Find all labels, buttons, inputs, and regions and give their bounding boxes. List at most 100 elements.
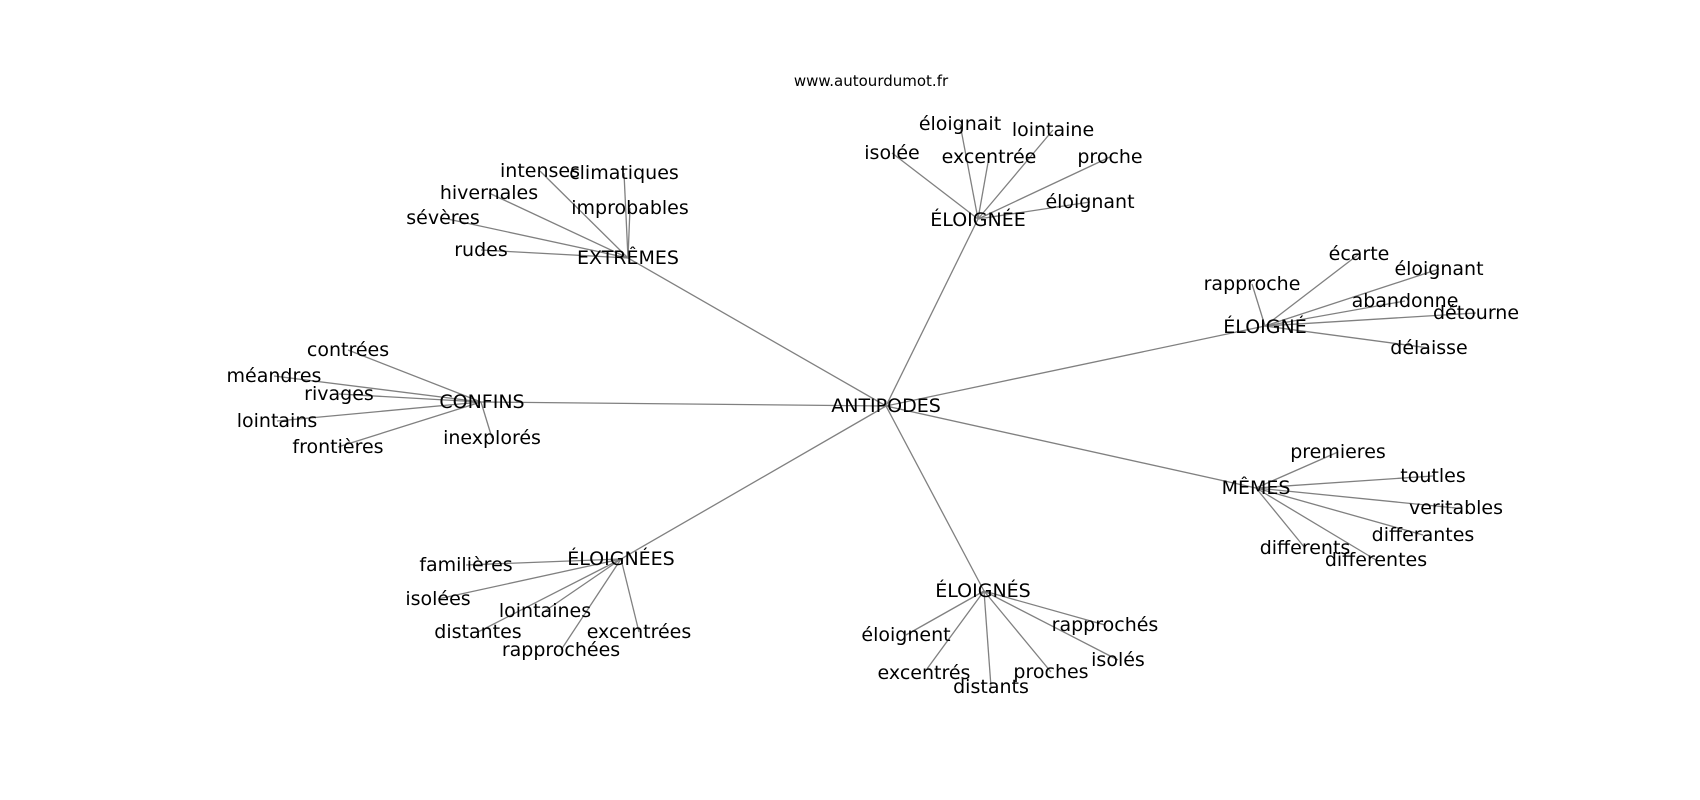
edge-center-memes: [885, 405, 1257, 489]
edge-eloignees-5: [560, 558, 622, 651]
edge-eloignes-1: [905, 590, 985, 636]
leaf-node-eloignes: éloignent: [861, 624, 950, 646]
leaf-node-confins: inexplorés: [443, 427, 541, 449]
hub-node-confins: CONFINS: [439, 391, 524, 413]
leaf-node-extremes: sévères: [406, 207, 480, 229]
edge-eloignes-2: [983, 590, 1119, 661]
leaf-node-confins: rivages: [304, 383, 374, 405]
leaf-node-eloigne: détourne: [1433, 302, 1519, 324]
edge-center-extremes: [627, 257, 887, 407]
center-word-node: ANTIPODES: [831, 395, 941, 417]
edge-eloigne-5: [1264, 325, 1430, 349]
graph-edges: [273, 123, 1477, 688]
edge-eloignees-0: [465, 558, 622, 566]
edge-confins-2: [338, 393, 482, 403]
edge-eloignes-3: [923, 590, 985, 674]
leaf-node-eloignee: éloignant: [1045, 191, 1134, 213]
hub-node-eloignes: ÉLOIGNÉS: [935, 579, 1030, 602]
edge-eloigne-4: [1264, 312, 1477, 327]
leaf-node-extremes: improbables: [571, 197, 689, 219]
edge-memes-2: [1255, 487, 1457, 509]
leaf-node-confins: méandres: [227, 365, 322, 387]
leaf-node-memes: veritables: [1409, 497, 1503, 519]
edge-eloignees-4: [620, 558, 640, 633]
edge-center-eloignes: [885, 405, 985, 592]
leaf-node-confins: lointains: [237, 410, 318, 432]
edge-eloignee-0: [959, 123, 979, 220]
leaf-node-eloignee: proche: [1077, 146, 1142, 168]
edge-eloignes-5: [983, 590, 992, 688]
leaf-node-memes: toutles: [1400, 465, 1465, 487]
leaf-node-eloigne: éloignant: [1394, 258, 1483, 280]
edge-confins-3: [276, 401, 482, 422]
leaf-node-eloignee: excentrée: [942, 146, 1037, 168]
leaf-node-eloignes: distants: [953, 676, 1029, 698]
hub-node-extremes: EXTRÊMES: [577, 246, 679, 269]
edge-confins-5: [337, 401, 482, 448]
edge-eloigne-0: [1264, 253, 1360, 327]
edge-extremes-5: [480, 249, 629, 259]
leaf-node-eloignes: excentrés: [878, 662, 971, 684]
edge-confins-1: [273, 375, 482, 403]
leaf-node-eloignee: lointaine: [1012, 119, 1094, 141]
leaf-node-eloignes: isolés: [1091, 649, 1145, 671]
edge-center-eloigne: [885, 325, 1266, 407]
leaf-node-eloignees: lointaines: [499, 600, 591, 622]
edge-confins-0: [347, 349, 482, 403]
leaf-node-confins: contrées: [307, 339, 389, 361]
edge-eloignee-3: [977, 156, 990, 220]
edge-eloignees-2: [544, 558, 622, 612]
leaf-node-eloigne: délaisse: [1390, 337, 1467, 359]
leaf-node-eloignees: isolées: [405, 588, 470, 610]
leaf-node-eloignees: distantes: [434, 621, 521, 643]
hub-node-eloignee: ÉLOIGNÉE: [930, 208, 1025, 231]
edge-extremes-1: [623, 172, 629, 259]
edge-extremes-4: [442, 217, 629, 259]
edge-eloigne-3: [1264, 300, 1406, 327]
edge-eloignes-4: [983, 590, 1052, 673]
edge-eloignee-5: [977, 201, 1091, 220]
edge-center-eloignee: [885, 218, 979, 407]
leaf-node-extremes: intenses: [500, 160, 580, 182]
edge-confins-4: [480, 401, 493, 439]
edge-eloignee-4: [977, 156, 1111, 220]
edge-center-eloignees: [620, 405, 887, 560]
edge-eloigne-1: [1264, 268, 1440, 327]
leaf-node-extremes: rudes: [454, 239, 508, 261]
leaf-node-eloigne: abandonne: [1352, 290, 1459, 312]
leaf-node-memes: differents: [1260, 537, 1351, 559]
leaf-node-eloignees: rapprochées: [502, 639, 620, 661]
edge-memes-1: [1255, 475, 1434, 489]
leaf-node-eloignees: familières: [419, 554, 512, 576]
edge-eloignes-0: [983, 590, 1106, 626]
edge-extremes-2: [488, 192, 629, 259]
edge-eloigne-2: [1251, 283, 1266, 327]
edge-eloignees-3: [477, 558, 622, 633]
leaf-node-eloignes: rapprochés: [1052, 614, 1159, 636]
edge-extremes-0: [539, 170, 629, 259]
edge-memes-5: [1255, 487, 1377, 561]
edge-extremes-3: [627, 207, 631, 259]
leaf-node-memes: differantes: [1372, 524, 1475, 546]
leaf-node-eloigne: rapproche: [1204, 273, 1301, 295]
leaf-node-eloignee: éloignait: [919, 113, 1001, 135]
leaf-node-extremes: hivernales: [440, 182, 538, 204]
leaf-node-eloigne: écarte: [1329, 243, 1390, 265]
edge-memes-3: [1255, 487, 1424, 536]
edge-memes-0: [1255, 451, 1339, 489]
leaf-node-confins: frontières: [292, 436, 383, 458]
hub-node-eloigne: ÉLOIGNÉ: [1223, 315, 1306, 338]
leaf-node-eloignee: isolée: [864, 142, 919, 164]
leaf-node-eloignees: excentrées: [587, 621, 692, 643]
edge-eloignee-2: [891, 152, 979, 220]
hub-node-eloignees: ÉLOIGNÉES: [567, 547, 674, 570]
leaf-node-memes: premieres: [1290, 441, 1386, 463]
edge-eloignee-1: [977, 129, 1054, 220]
leaf-node-memes: differentes: [1325, 549, 1427, 571]
edge-memes-4: [1255, 487, 1306, 549]
edge-center-confins: [480, 401, 887, 407]
leaf-node-extremes: climatiques: [569, 162, 679, 184]
hub-node-memes: MÊMES: [1222, 476, 1291, 499]
